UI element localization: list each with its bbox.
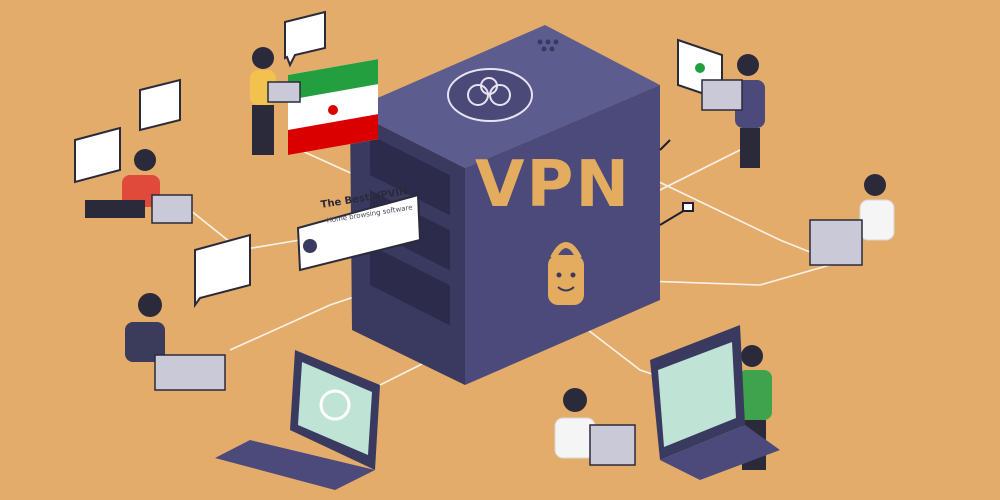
chat-bubble-icon (74, 10, 326, 309)
vpn-server (350, 25, 694, 385)
laptop-bottom-right (650, 325, 780, 480)
lock-character-icon (548, 242, 584, 305)
server-top-speaker-icon (537, 39, 559, 52)
server-logo-icon (447, 68, 533, 122)
popup-card (296, 193, 422, 272)
person-top-left (250, 47, 301, 155)
server-front (465, 85, 660, 385)
plug-icon (659, 139, 694, 226)
person-bearded (125, 293, 226, 391)
person-red-shirt (85, 149, 193, 224)
iran-flag-icon (288, 59, 378, 155)
person-top-right (701, 54, 765, 168)
person-bottom-center (554, 388, 636, 466)
laptop-bottom-left (215, 350, 380, 490)
vpn-server-label: VPN (475, 148, 631, 222)
person-white-shirt (809, 174, 895, 266)
